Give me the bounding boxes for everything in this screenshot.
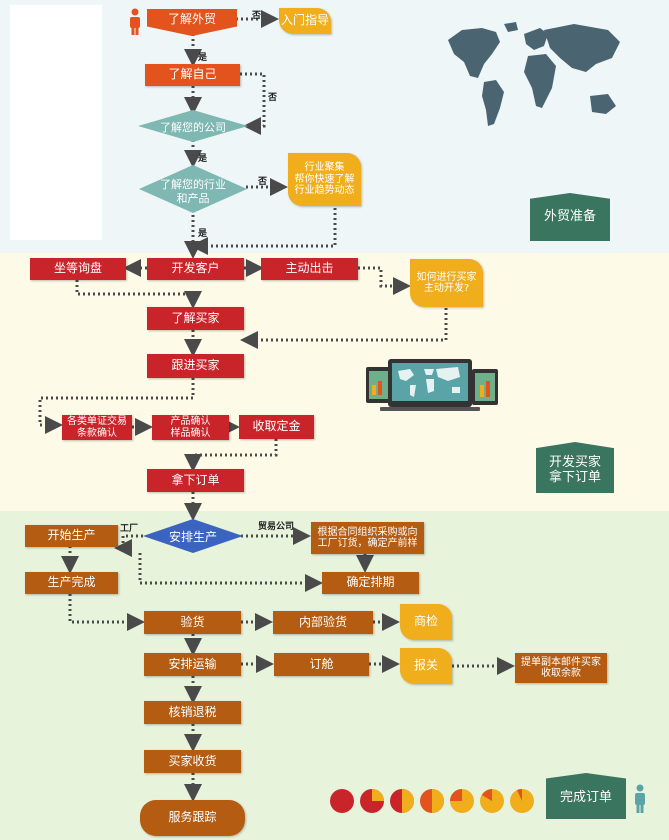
node-product-sample-confirm: 产品确认 样品确认 (152, 415, 229, 440)
node-production-complete: 生产完成 (25, 572, 118, 594)
node-label: 了解买家 (171, 310, 220, 325)
decision-arrange-production-diamond (143, 519, 243, 553)
label-factory: 工厂 (120, 524, 139, 534)
label-line: 了解您的行业 (160, 178, 226, 191)
section-label: 开发买家 (548, 454, 601, 470)
label-yes-3: 是 (198, 229, 208, 239)
label-no-1: 否 (252, 11, 262, 21)
label-line: 工厂订货，确定产前样 (317, 538, 418, 549)
node-understand-buyer: 了解买家 (147, 307, 244, 330)
section-label: 完成订单 (559, 789, 612, 805)
node-label: 核销退税 (168, 704, 217, 719)
label-line: 条款确认 (77, 427, 117, 439)
node-label: 开发客户 (171, 261, 220, 276)
node-label: 报关 (413, 658, 438, 673)
section-complete: 完成订单 (546, 773, 626, 819)
node-label: 坐等询盘 (53, 261, 102, 276)
pie-progress-icons (330, 788, 534, 813)
node-label: 安排运输 (168, 656, 217, 671)
person-icon (635, 784, 645, 813)
node-beginner-guide: 入门指导 (279, 8, 331, 34)
decision-company-diamond (138, 110, 248, 142)
section-label: 外贸准备 (543, 208, 596, 224)
node-bill-copy-balance: 提单副本邮件买家 收取余款 (515, 653, 607, 683)
node-arrange-shipping: 安排运输 (144, 653, 241, 676)
node-label: 服务跟踪 (168, 810, 217, 825)
node-industry-news: 行业聚集 帮你快速了解 行业趋势动态 (288, 153, 361, 206)
node-commodity-inspection: 商检 (400, 604, 452, 640)
node-label: 主动出击 (285, 261, 334, 276)
node-label: 入门指导 (280, 13, 329, 28)
label-line: 和产品 (176, 192, 210, 206)
node-label: 跟进买家 (171, 358, 220, 373)
node-internal-inspection: 内部验货 (273, 611, 373, 634)
node-procurement-order: 根据合同组织采购或向 工厂订货，确定产前样 (311, 522, 424, 554)
label-line: 产品确认 (170, 416, 211, 427)
world-map-icon (448, 22, 620, 126)
label-line: 提单副本邮件买家 (521, 656, 601, 668)
decision-industry-diamond (139, 165, 247, 213)
node-customs: 报关 (400, 648, 452, 684)
node-label: 验货 (180, 614, 205, 629)
label-line: 根据合同组织采购或向 (317, 526, 418, 538)
label-line: 收取余款 (541, 668, 581, 679)
node-win-order: 拿下订单 (147, 469, 244, 492)
node-label: 生产完成 (47, 575, 96, 590)
node-know-yourself: 了解自己 (145, 64, 240, 86)
node-label: 订舱 (309, 656, 334, 671)
devices-icon (366, 359, 498, 411)
person-icon (130, 8, 140, 35)
node-label: 买家收货 (168, 753, 217, 768)
label-trade-company: 贸易公司 (258, 522, 295, 532)
node-wait-inquiry: 坐等询盘 (30, 258, 126, 280)
node-label: 拿下订单 (171, 472, 220, 487)
decision-company-label: 了解您的公司 (160, 121, 226, 134)
node-confirm-schedule: 确定排期 (322, 572, 419, 594)
decision-arrange-production-label: 安排生产 (168, 530, 217, 544)
node-label: 确定排期 (346, 575, 395, 590)
section-develop: 开发买家 拿下订单 (536, 442, 614, 493)
node-develop-clients: 开发客户 (147, 258, 244, 280)
label-yes-1: 是 (198, 53, 208, 63)
node-label: 收取定金 (252, 419, 301, 434)
node-buyer-receipt: 买家收货 (144, 750, 241, 773)
white-panel (10, 5, 102, 240)
label-line: 如何进行买家 (416, 271, 477, 283)
node-start-production: 开始生产 (25, 525, 118, 547)
node-label: 内部验货 (298, 614, 347, 629)
node-how-develop: 如何进行买家 主动开发? (410, 259, 483, 307)
section-preparation: 外贸准备 (530, 193, 610, 241)
node-take-initiative: 主动出击 (261, 258, 358, 280)
node-label: 商检 (413, 614, 438, 629)
node-label: 了解自己 (168, 67, 217, 82)
label-line: 帮你快速了解 (294, 173, 355, 185)
label-line: 样品确认 (170, 427, 211, 439)
node-book-shipping: 订舱 (274, 653, 369, 676)
label-no-3: 否 (258, 177, 268, 187)
decision-industry-label: 了解您的行业 和产品 (139, 178, 247, 207)
section-label: 拿下订单 (548, 469, 601, 485)
node-tax-refund: 核销退税 (144, 701, 241, 724)
node-label: 了解外贸 (167, 11, 216, 26)
label-line: 各类单证交易 (67, 416, 127, 427)
node-documents-terms: 各类单证交易 条款确认 (62, 415, 132, 440)
label-line: 行业聚集 (304, 162, 345, 174)
label-line: 行业趋势动态 (294, 185, 355, 197)
node-label: 开始生产 (47, 528, 96, 543)
label-line: 主动开发? (423, 283, 470, 294)
label-no-2: 否 (268, 93, 278, 103)
node-collect-deposit: 收取定金 (239, 415, 314, 439)
node-inspection: 验货 (144, 611, 241, 634)
node-follow-buyer: 跟进买家 (147, 354, 244, 378)
label-yes-2: 是 (198, 154, 208, 164)
node-service-tracking: 服务跟踪 (140, 800, 245, 836)
